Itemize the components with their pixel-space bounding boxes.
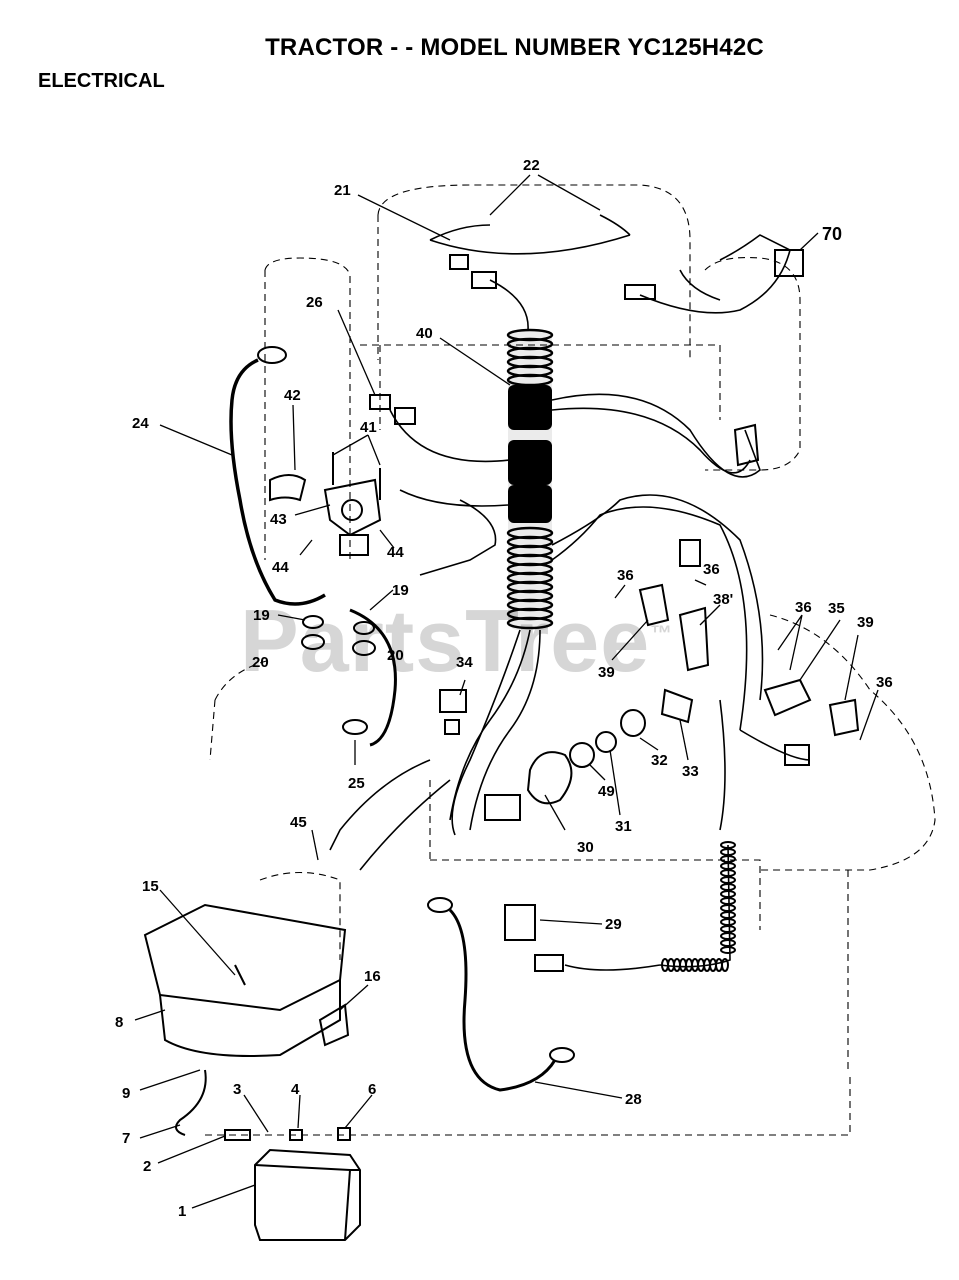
callout-6: 6: [368, 1081, 376, 1098]
callout-31: 31: [615, 818, 632, 835]
callout-36-b: 36: [703, 561, 720, 578]
callout-20-right: 20: [387, 647, 404, 664]
watermark-text: PartsTree: [240, 591, 651, 690]
callout-36-a: 36: [617, 567, 634, 584]
callout-15: 15: [142, 878, 159, 895]
washers-nuts: [301, 615, 376, 656]
battery-1: [254, 1148, 361, 1241]
callout-22: 22: [523, 157, 540, 174]
callout-2: 2: [143, 1158, 151, 1175]
trademark-mark: ™: [650, 620, 674, 646]
callout-34: 34: [456, 654, 473, 671]
section-heading: ELECTRICAL: [38, 70, 165, 92]
components: [369, 249, 860, 972]
callout-44-left: 44: [272, 559, 289, 576]
bracket-16: [318, 1003, 350, 1047]
watermark: PartsTree™: [240, 590, 673, 692]
callout-1: 1: [178, 1203, 186, 1220]
callout-33: 33: [682, 763, 699, 780]
callout-21: 21: [334, 182, 351, 199]
page-title: TRACTOR - - MODEL NUMBER YC125H42C: [265, 34, 764, 61]
callout-3: 3: [233, 1081, 241, 1098]
callout-29: 29: [605, 916, 622, 933]
callout-39-left: 39: [598, 664, 615, 681]
cable-28: [427, 897, 575, 1092]
callout-24: 24: [132, 415, 149, 432]
callout-25: 25: [348, 775, 365, 792]
callout-36-c: 36: [795, 599, 812, 616]
callout-40: 40: [416, 325, 433, 342]
callout-44-right: 44: [387, 544, 404, 561]
callout-4: 4: [291, 1081, 300, 1098]
callout-28: 28: [625, 1091, 642, 1108]
callout-41: 41: [360, 419, 377, 436]
callout-7: 7: [122, 1130, 130, 1147]
callout-30: 30: [577, 839, 594, 856]
callout-45: 45: [290, 814, 307, 831]
callout-43: 43: [270, 511, 287, 528]
callout-32: 32: [651, 752, 668, 769]
callout-labels: 22 21 70 26 40 42 24 41 43 44 44 19 19 2…: [115, 157, 893, 1220]
callout-leaders: [134, 174, 879, 1209]
callout-70: 70: [822, 224, 842, 244]
coiled-lead: [564, 841, 736, 972]
callout-39-right: 39: [857, 614, 874, 631]
ground-cable-24: [229, 346, 326, 606]
callout-49: 49: [598, 783, 615, 800]
callout-19-right: 19: [392, 582, 409, 599]
callout-19-left: 19: [253, 607, 270, 624]
wiring-harness: [329, 214, 811, 871]
callout-8: 8: [115, 1014, 123, 1031]
callout-20-left: 20: [252, 654, 269, 671]
battery-box-8: [143, 903, 347, 1057]
callout-9: 9: [122, 1085, 130, 1102]
harness-conduit: [506, 328, 554, 630]
callout-16: 16: [364, 968, 381, 985]
callout-38: 38': [713, 591, 733, 608]
callout-26: 26: [306, 294, 323, 311]
callout-36-d: 36: [876, 674, 893, 691]
battery-hardware: [175, 1069, 351, 1141]
solenoid-43: [269, 452, 382, 556]
callout-35: 35: [828, 600, 845, 617]
cable-25: [342, 608, 397, 747]
callout-42: 42: [284, 387, 301, 404]
